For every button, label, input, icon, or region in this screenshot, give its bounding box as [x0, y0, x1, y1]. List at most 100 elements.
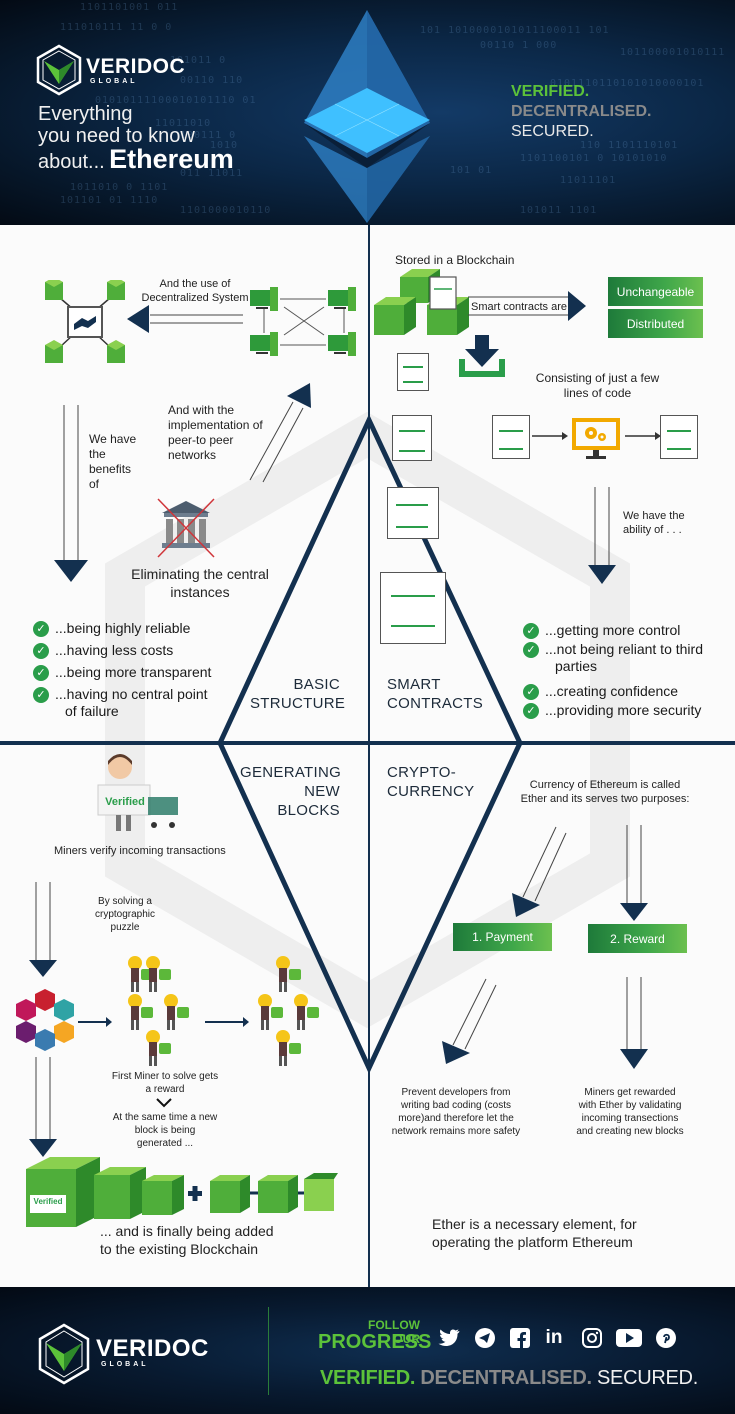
- binary-decoration: 011 11011: [180, 168, 244, 179]
- benefit-item: ✓ ...being highly reliable: [33, 620, 190, 637]
- reward-desc-line-4: and creating new blocks: [576, 1126, 684, 1137]
- same-time-line-2: block is being: [134, 1125, 196, 1136]
- check-icon: ✓: [33, 621, 49, 637]
- property-badge-unchangeable: Unchangeable: [608, 277, 703, 306]
- instagram-icon[interactable]: [581, 1327, 603, 1349]
- miners-group-icon: [125, 955, 193, 1067]
- linkedin-icon[interactable]: in: [545, 1327, 563, 1348]
- motto-verified: VERIFIED.: [511, 83, 590, 100]
- ether-intro-text: Currency of Ethereum is called Ether and…: [510, 778, 700, 806]
- ability-item-text-line-2: parties: [555, 658, 598, 674]
- smart-contracts-are-text: Smart contracts are: [471, 301, 567, 313]
- binary-decoration: 1101000010110: [180, 205, 272, 216]
- solving-line-1: By solving a: [98, 896, 152, 907]
- first-miner-line-1: First Miner to solve gets: [111, 1071, 219, 1082]
- label-line-1: CRYPTO-: [387, 764, 457, 781]
- verified-sign-text: Verified: [105, 796, 145, 808]
- binary-decoration: 00110 110: [180, 75, 244, 86]
- check-icon: ✓: [523, 642, 539, 658]
- binary-decoration: 100111 0: [180, 130, 237, 141]
- blockchain-row-icon: Verified: [24, 1155, 340, 1235]
- reward-desc-line-3: incoming transections: [581, 1113, 679, 1124]
- footer-divider: [268, 1307, 269, 1395]
- eliminating-text: Eliminating the central instances: [100, 565, 300, 601]
- binary-decoration: 1010: [210, 140, 239, 151]
- footer-motto-secured: SECURED.: [597, 1367, 698, 1389]
- contract-document-icon: [492, 415, 530, 459]
- up-right-arrow-icon: [249, 383, 311, 483]
- footer-motto-verified: VERIFIED.: [320, 1367, 416, 1389]
- footer-motto-decentralised: DECENTRALISED.: [420, 1367, 592, 1389]
- small-right-arrow-icon: [205, 1017, 249, 1027]
- benefits-line-1: We have: [89, 432, 137, 446]
- follow-our-text: FOLLOW OUR: [368, 1318, 420, 1346]
- consisting-line-1: Consisting of just a few: [535, 371, 660, 385]
- label-line-2: NEW: [304, 783, 340, 800]
- peer-line-1: And with the: [168, 403, 235, 417]
- small-right-arrow-icon: [625, 432, 661, 440]
- miners-group-icon: [255, 955, 323, 1067]
- label-line-1: SMART: [387, 676, 441, 693]
- quadrant-label-generating-blocks: GENERATING NEW BLOCKS: [240, 763, 341, 820]
- computer-gears-icon: [571, 417, 621, 461]
- tagline-line-1: Everything: [38, 103, 133, 125]
- brand-name: VERIDOC: [86, 55, 186, 78]
- ability-line-2: ability of . . .: [623, 524, 682, 536]
- tagline-line-2: you need to know: [38, 125, 195, 147]
- miners-verify-text: Miners verify incoming transactions: [54, 845, 226, 857]
- consisting-line-2: lines of code: [563, 386, 632, 400]
- peer-text: And with the implementation of peer-to p…: [168, 403, 263, 463]
- verifier-character-icon: Verified: [96, 753, 184, 835]
- contract-document-icon: [660, 415, 698, 459]
- first-miner-text: First Miner to solve gets a reward: [95, 1070, 235, 1096]
- check-icon: ✓: [33, 687, 49, 703]
- payment-desc-line-2: writing bad coding (costs: [400, 1100, 512, 1111]
- benefit-item: ✓ ...having no central point of failure: [33, 686, 208, 720]
- label-line-1: BASIC: [293, 676, 340, 693]
- twitter-icon[interactable]: [438, 1327, 460, 1349]
- binary-decoration: 11011101: [560, 175, 617, 186]
- ability-item-text: ...not being reliant to third parties: [545, 641, 703, 675]
- binary-decoration: 1101100101 0 10101010: [520, 153, 668, 164]
- main-infographic: And the use of Decentralized System And …: [0, 225, 735, 1287]
- binary-decoration: 110 1101110101: [580, 140, 679, 151]
- facebook-icon[interactable]: [509, 1327, 531, 1349]
- property-badge-distributed: Distributed: [608, 309, 703, 338]
- check-icon: ✓: [33, 665, 49, 681]
- small-right-arrow-icon: [532, 432, 568, 440]
- check-icon: ✓: [33, 643, 49, 659]
- download-tray-icon: [457, 335, 507, 380]
- benefits-line-4: of: [89, 477, 100, 491]
- footer-brand-name: VERIDOC: [96, 1335, 209, 1362]
- computer-network-icon: [248, 287, 360, 359]
- footer-banner: VERIDOC GLOBAL FOLLOW OUR PROGRESS VERIF…: [0, 1287, 735, 1414]
- ability-item-text: ...creating confidence: [545, 683, 679, 699]
- contract-document-icon: [392, 415, 432, 461]
- benefit-text-line-1: ...having no central point: [55, 686, 208, 702]
- telegram-icon[interactable]: [474, 1327, 496, 1349]
- chevron-down-icon: [156, 1098, 172, 1108]
- ability-item-text: ...providing more security: [545, 702, 702, 718]
- payment-desc-line-3: more)and therefore let the: [398, 1113, 514, 1124]
- binary-decoration: 11011010: [155, 118, 212, 129]
- binary-decoration: 101 01: [450, 165, 493, 176]
- pinterest-icon[interactable]: [655, 1327, 677, 1349]
- benefit-item: ✓ ...being more transparent: [33, 664, 211, 681]
- finally-added-text: ... and is finally being added to the ex…: [100, 1222, 274, 1258]
- contract-document-icon: [387, 487, 439, 539]
- down-arrow-icon: [620, 825, 648, 921]
- ability-line-1: We have the: [623, 510, 685, 522]
- finally-added-line-1: ... and is finally being added: [100, 1223, 274, 1239]
- binary-decoration: 101 1010000101011100011 101: [420, 25, 610, 36]
- small-right-arrow-icon: [78, 1017, 112, 1027]
- binary-decoration: 1101101001 011: [80, 2, 179, 13]
- down-left-arrow-icon: [442, 978, 497, 1064]
- youtube-icon[interactable]: [616, 1327, 642, 1349]
- binary-decoration: 0101110110101010000101: [550, 78, 705, 89]
- peer-line-2: implementation of: [168, 418, 263, 432]
- down-arrow-icon: [54, 405, 88, 582]
- down-arrow-icon: [588, 487, 616, 584]
- benefit-text: ...being more transparent: [55, 664, 212, 680]
- down-arrow-icon: [620, 977, 648, 1069]
- progress-text: PROGRESS: [318, 1331, 432, 1353]
